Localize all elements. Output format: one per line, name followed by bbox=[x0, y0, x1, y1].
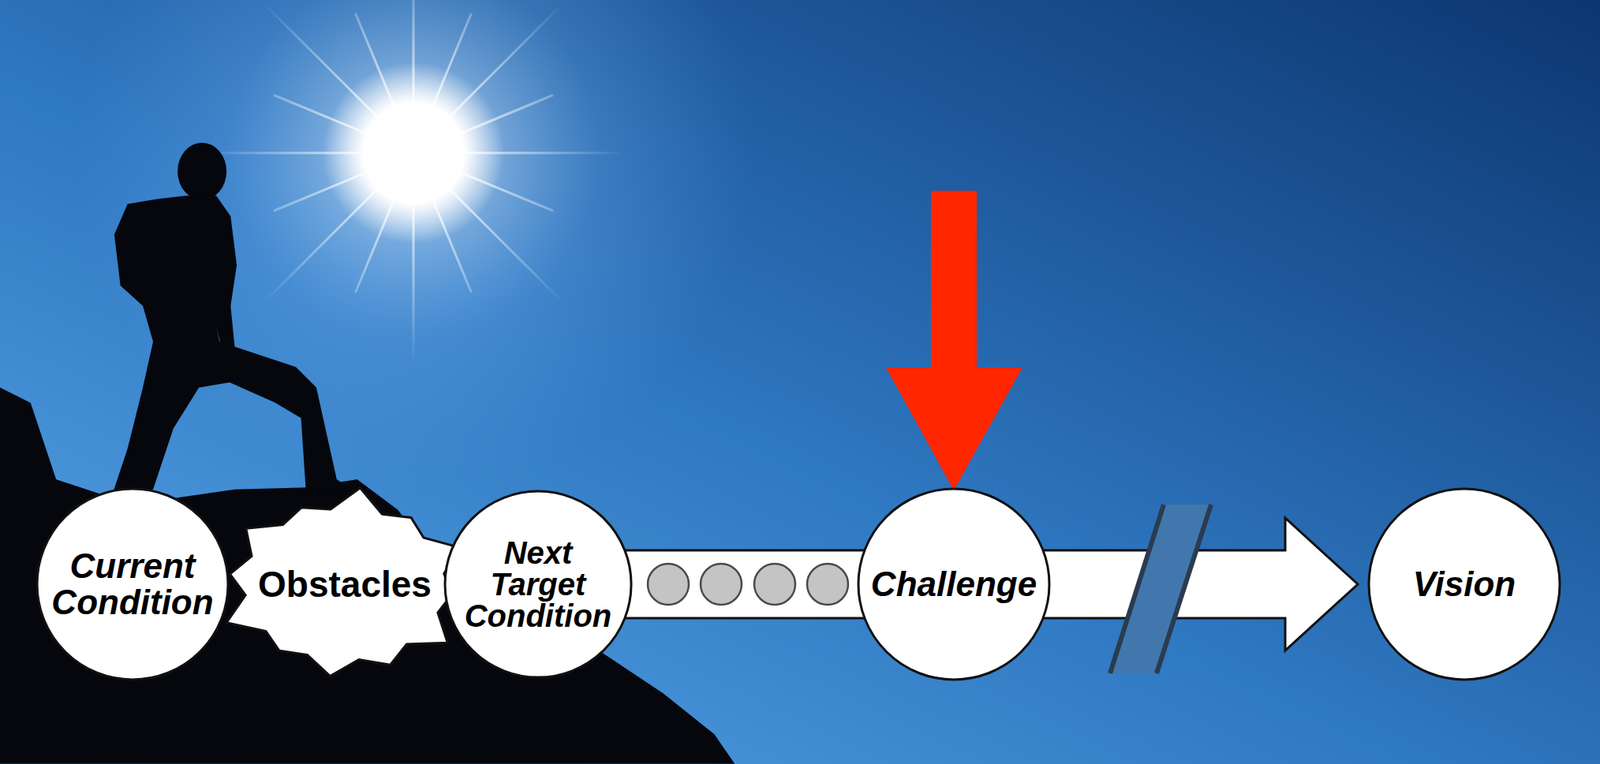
node-label: Challenge bbox=[871, 566, 1037, 603]
challenge-circle: Challenge bbox=[856, 487, 1051, 682]
node-label: Vision bbox=[1413, 566, 1516, 603]
condition-circle: Current Condition bbox=[35, 487, 230, 682]
step-dots bbox=[647, 564, 849, 606]
hiker-body bbox=[112, 195, 352, 495]
hiker-head bbox=[177, 142, 227, 200]
circle-shape bbox=[444, 491, 632, 678]
circle-shape bbox=[858, 489, 1050, 681]
starburst-shape bbox=[226, 488, 460, 677]
node-label: Next Target Condition bbox=[459, 537, 617, 632]
hiker-scene bbox=[0, 142, 735, 764]
step-dot bbox=[700, 564, 742, 606]
obstacles-starburst: Obstacles bbox=[214, 485, 475, 685]
rock-ground bbox=[0, 387, 735, 764]
target-circle: Next Target Condition bbox=[443, 489, 633, 680]
node-label: Obstacles bbox=[257, 564, 432, 606]
sun-rays bbox=[208, 0, 619, 359]
circle-shape bbox=[1368, 489, 1560, 681]
step-dot bbox=[807, 564, 849, 606]
vision-circle: Vision bbox=[1367, 487, 1562, 682]
circle-shape bbox=[37, 489, 229, 681]
step-dot bbox=[647, 564, 689, 606]
break-band bbox=[1110, 504, 1212, 674]
break-slash bbox=[1156, 504, 1212, 674]
step-dot bbox=[754, 564, 796, 606]
break-slash bbox=[1110, 504, 1164, 674]
sun bbox=[322, 62, 505, 244]
node-label: Current Condition bbox=[45, 548, 220, 621]
progress-band bbox=[624, 550, 865, 619]
pointer-arrow bbox=[885, 190, 1023, 491]
